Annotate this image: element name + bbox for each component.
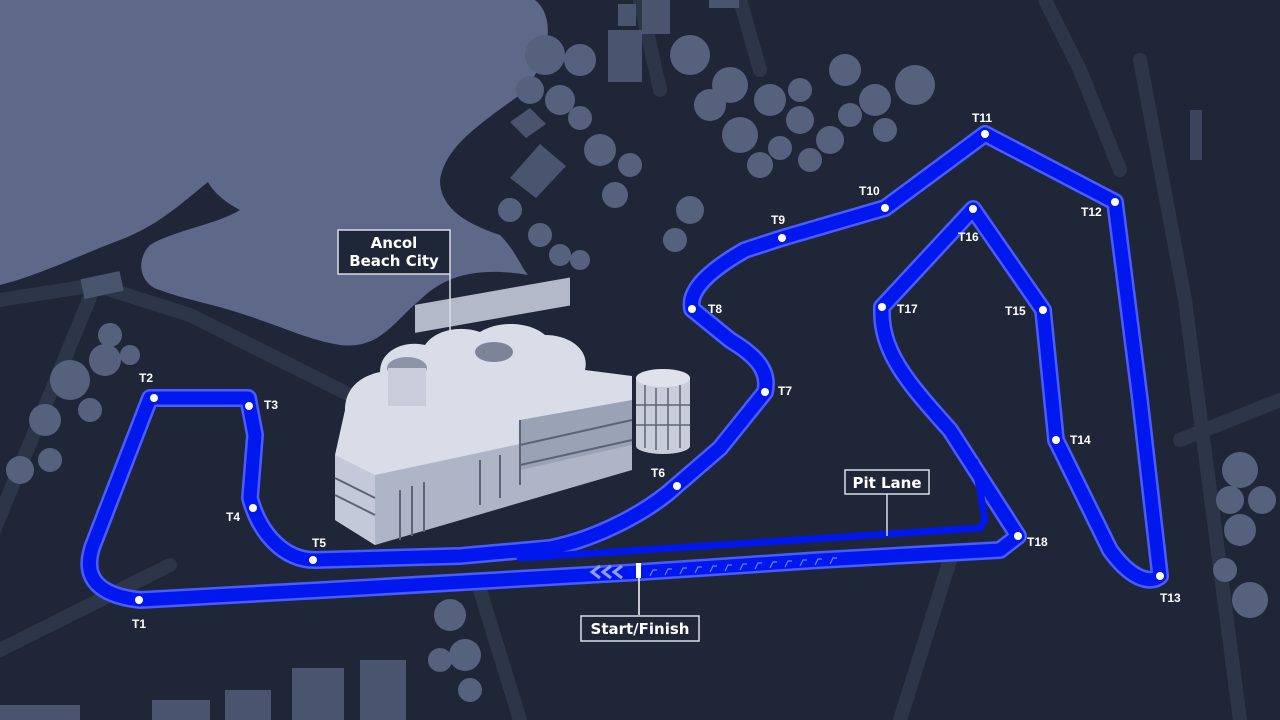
turn-T18: T18 [1014,532,1048,549]
pit-boxes [649,557,837,577]
turn-dot [778,234,786,242]
start-finish-line [636,563,641,578]
turn-T6: T6 [651,466,681,490]
turn-label: T11 [972,111,992,125]
pit-lane-callout: Pit Lane [844,469,930,536]
landmark-callout: Ancol Beach City [337,229,451,335]
turn-dot [969,205,977,213]
turn-dot [1111,198,1119,206]
turn-T3: T3 [245,398,278,412]
ancol-beach-city-building [334,277,690,545]
turn-T16: T16 [958,205,979,244]
turn-dot [1156,572,1164,580]
turn-T11: T11 [972,111,992,138]
buildings [0,0,1202,720]
turn-dot [1039,306,1047,314]
turn-dot [673,482,681,490]
turn-label: T10 [859,184,880,198]
turn-dot [981,130,989,138]
turn-T2: T2 [139,371,158,402]
turn-dot [150,394,158,402]
turn-label: T3 [264,398,278,412]
turn-dot [1052,436,1060,444]
turn-label: T4 [226,510,240,524]
turn-T7: T7 [761,384,792,398]
turn-T17: T17 [878,302,918,316]
turn-label: T6 [651,466,665,480]
direction-chevrons-icon [589,564,623,580]
turn-label: T2 [139,371,153,385]
turn-dot [249,504,257,512]
turn-label: T17 [897,302,918,316]
turn-T1: T1 [132,596,146,631]
turn-dot [881,204,889,212]
turn-T4: T4 [226,504,257,524]
turn-dot [245,402,253,410]
turn-label: T5 [312,536,326,550]
turn-label: T8 [708,302,722,316]
turn-dot [688,305,696,313]
turn-dot [878,303,886,311]
turn-T12: T12 [1081,198,1119,219]
turn-T13: T13 [1156,572,1181,605]
turn-T15: T15 [1005,304,1047,318]
turn-label: T1 [132,617,146,631]
turn-label: T15 [1005,304,1026,318]
turn-label: T14 [1070,433,1091,447]
turn-label: T12 [1081,205,1102,219]
start-finish-label-box [580,615,700,642]
pit-lane-label: Pit Lane [852,474,921,492]
landmark-label-line1: Ancol [371,234,418,252]
turn-T10: T10 [859,184,889,212]
turn-T14: T14 [1052,433,1091,447]
start-finish-callout: Start/Finish [580,615,700,642]
turn-dot [761,388,769,396]
turn-T8: T8 [688,302,722,316]
start-finish-label: Start/Finish [591,620,690,638]
turn-label: T18 [1027,535,1048,549]
turn-markers: T1 T2 T3 T4 T5 T6 T7 T8 T9 T10 T11 T12 T… [132,111,1181,631]
turn-label: T7 [778,384,792,398]
turn-T5: T5 [309,536,326,564]
landmark-label-line2: Beach City [349,252,439,270]
turn-dot [1014,532,1022,540]
turn-dot [309,556,317,564]
turn-T9: T9 [771,213,786,242]
turn-label: T13 [1160,591,1181,605]
turn-label: T9 [771,213,785,227]
turn-dot [135,596,143,604]
turn-label: T16 [958,230,979,244]
landmark-label-box [337,229,451,275]
tree-cluster-icon [6,35,1276,702]
pit-lane-track [516,458,989,562]
